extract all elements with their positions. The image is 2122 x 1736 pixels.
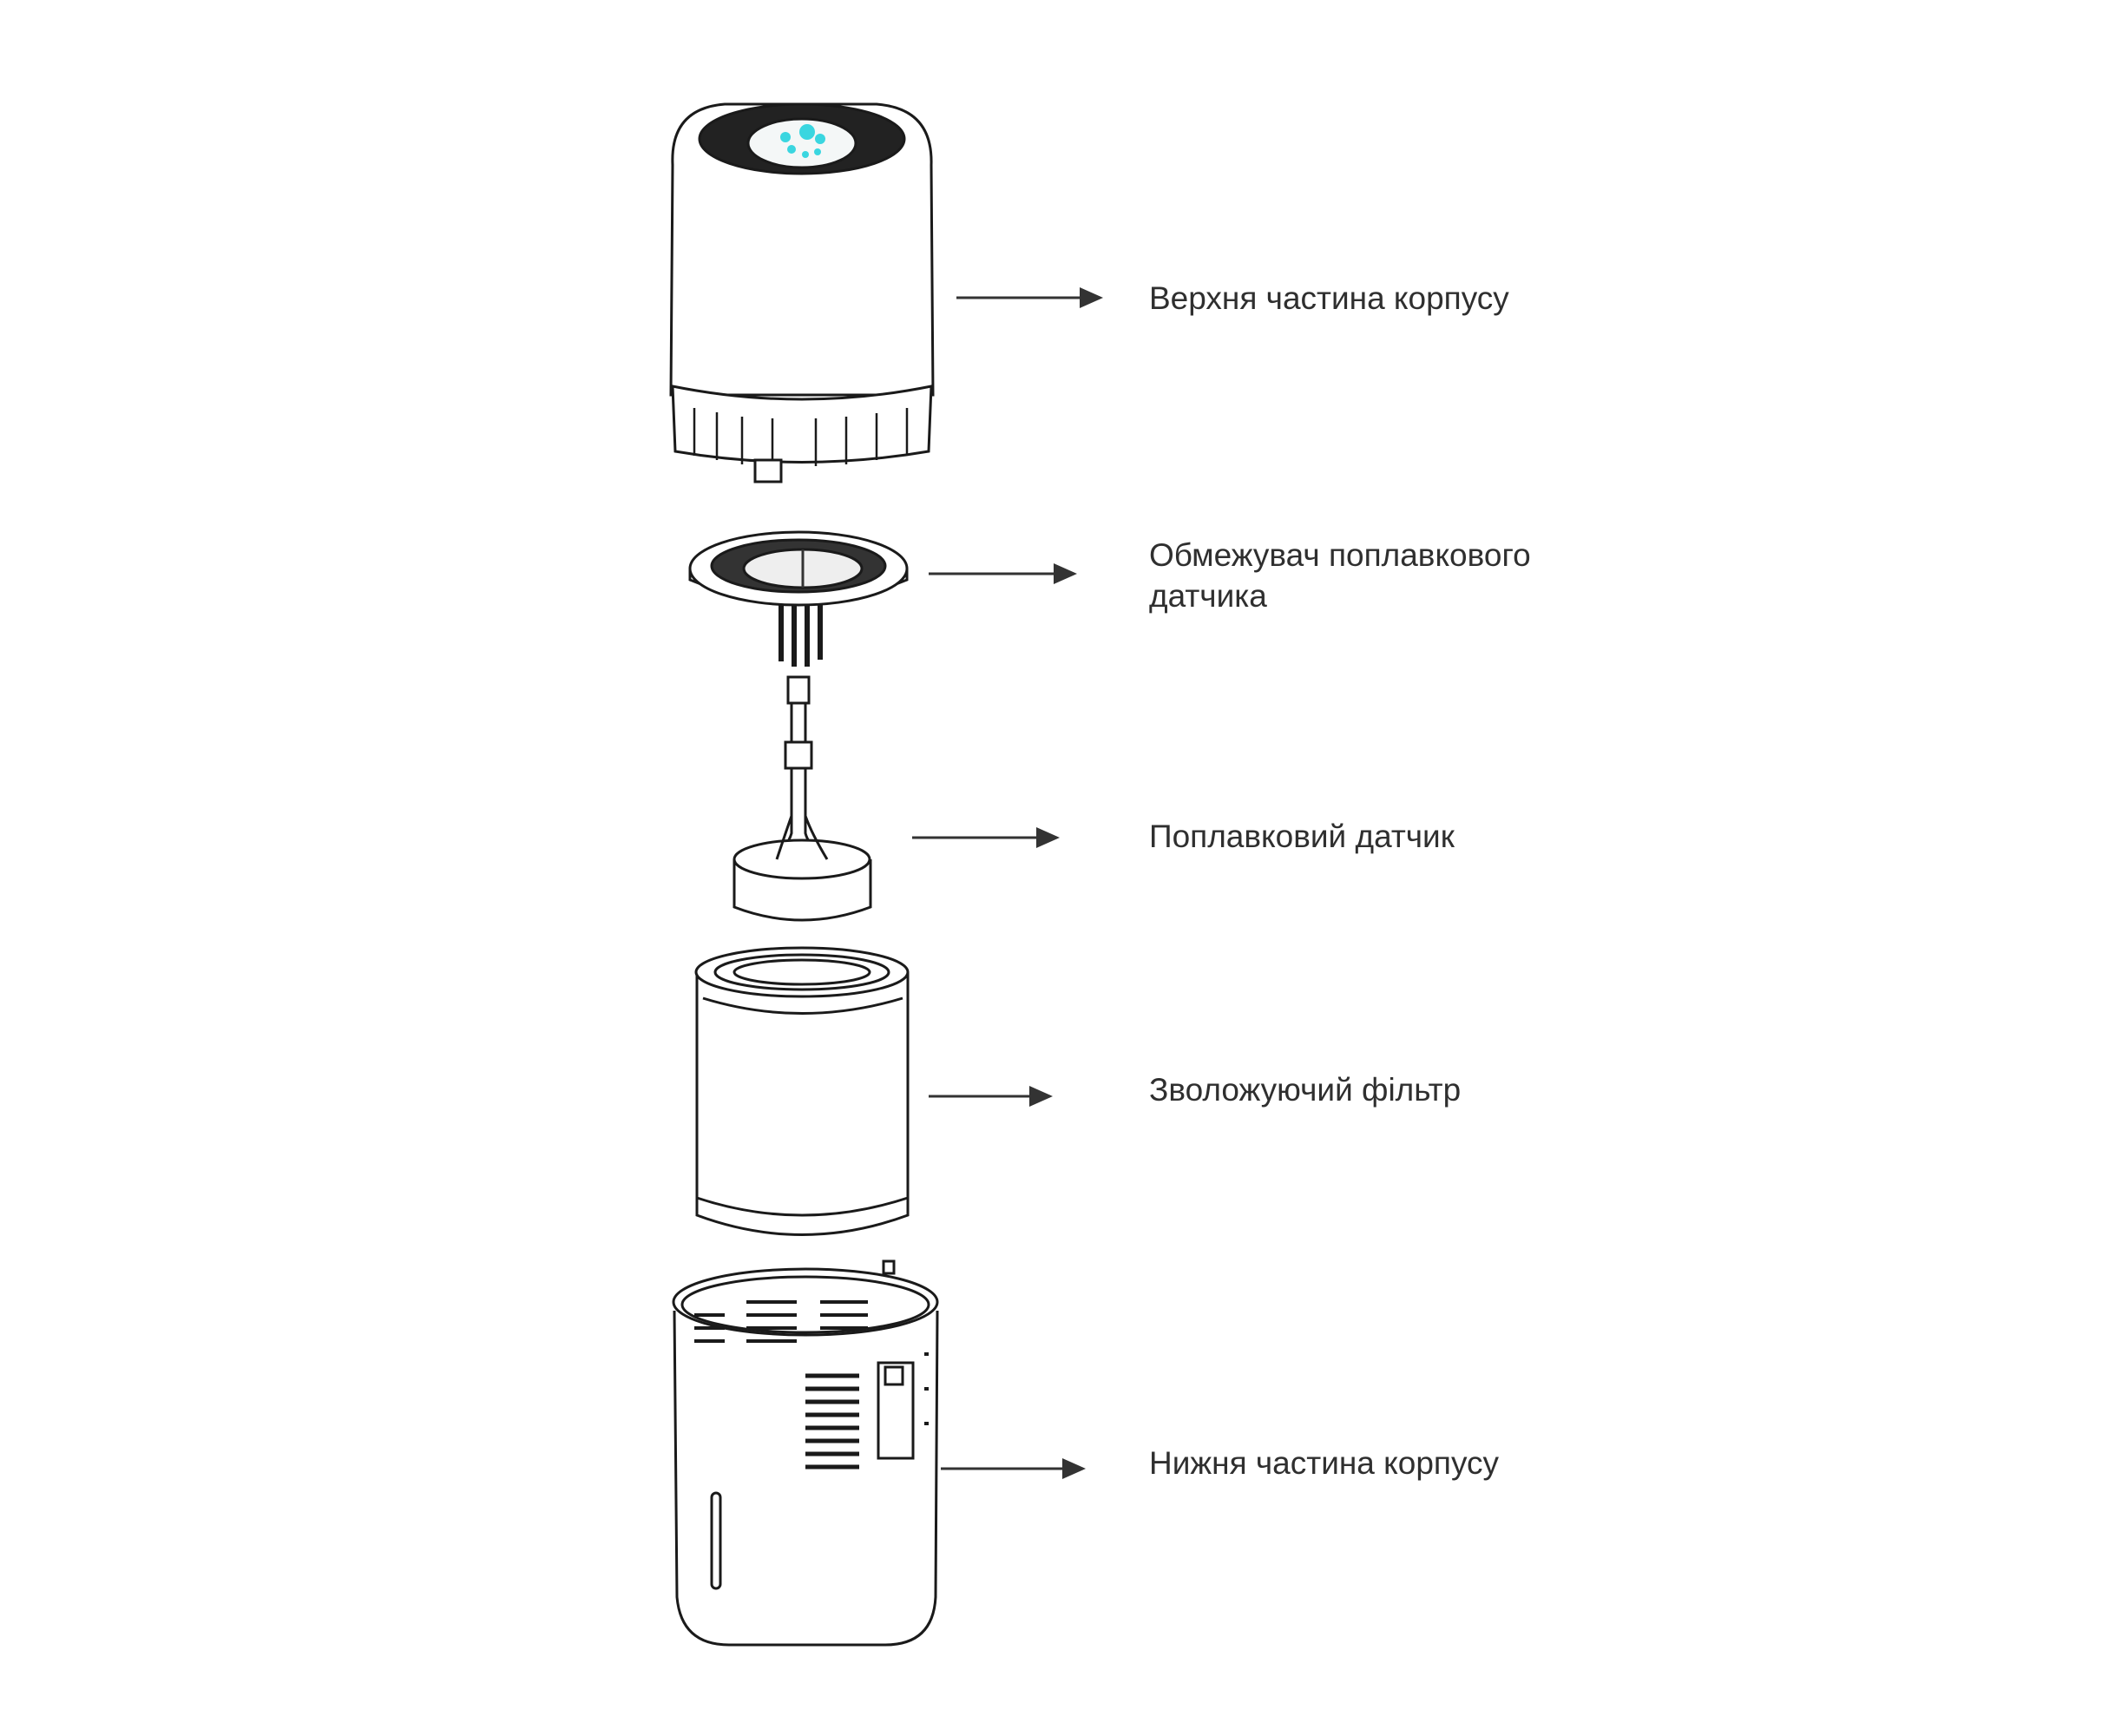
label-float-limiter-line2: датчика xyxy=(1149,578,1267,614)
float-sensor-illustration xyxy=(733,675,872,922)
indicator-light-icon xyxy=(780,124,825,158)
label-lower-housing: Нижня частина корпусу xyxy=(1149,1445,1500,1481)
label-float-sensor: Поплавковий датчик xyxy=(1149,819,1455,854)
label-humidifying-filter: Зволожуючий фільтр xyxy=(1149,1072,1462,1108)
lower-housing-illustration xyxy=(672,1259,939,1647)
water-level-window xyxy=(710,1491,722,1590)
humidifying-filter-illustration xyxy=(694,946,910,1236)
label-float-limiter-line1: Обмежувач поплавкового xyxy=(1149,537,1531,573)
upper-housing-illustration xyxy=(669,102,935,483)
float-limiter-illustration xyxy=(688,530,909,667)
label-upper-housing: Верхня частина корпусу xyxy=(1149,280,1509,316)
label-float-limiter: Обмежувач поплавкового датчика xyxy=(1149,535,1531,616)
